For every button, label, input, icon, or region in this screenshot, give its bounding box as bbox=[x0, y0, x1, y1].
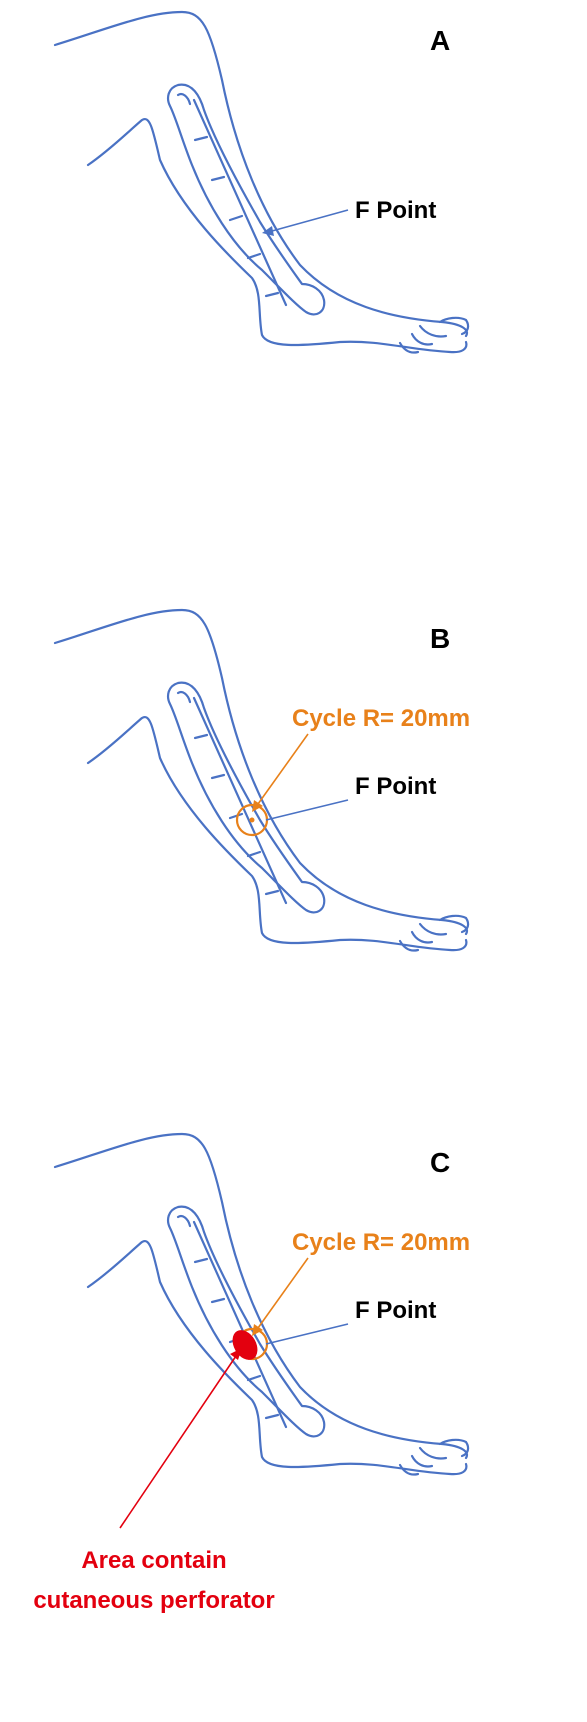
panel-letter: A bbox=[430, 25, 450, 56]
panel-b: B Cycle R= 20mm F Point bbox=[0, 598, 587, 1172]
leg-outline bbox=[55, 12, 468, 353]
perforator-label-line2: cutaneous perforator bbox=[33, 1587, 274, 1614]
panel-letter: B bbox=[430, 623, 450, 654]
f-point-arrow bbox=[266, 1324, 348, 1344]
f-point-marker bbox=[250, 818, 255, 823]
f-point-label: F Point bbox=[355, 197, 436, 224]
panel-c: C Cycle R= 20mm F Point Area contain cut… bbox=[0, 1122, 587, 1696]
perforator-arrow bbox=[120, 1356, 236, 1528]
circle-radius-arrow bbox=[258, 1258, 308, 1328]
f-point-label: F Point bbox=[355, 773, 436, 800]
circle-radius-label: Cycle R= 20mm bbox=[292, 705, 470, 732]
panel-letter: C bbox=[430, 1147, 450, 1178]
f-point-label: F Point bbox=[355, 1297, 436, 1324]
f-point-arrow bbox=[272, 210, 348, 231]
panel-a: A F Point bbox=[0, 0, 587, 574]
f-point-arrow bbox=[266, 800, 348, 820]
circle-radius-arrow bbox=[258, 734, 308, 804]
circle-radius-label: Cycle R= 20mm bbox=[292, 1229, 470, 1256]
perforator-label-line1: Area contain bbox=[81, 1547, 226, 1574]
